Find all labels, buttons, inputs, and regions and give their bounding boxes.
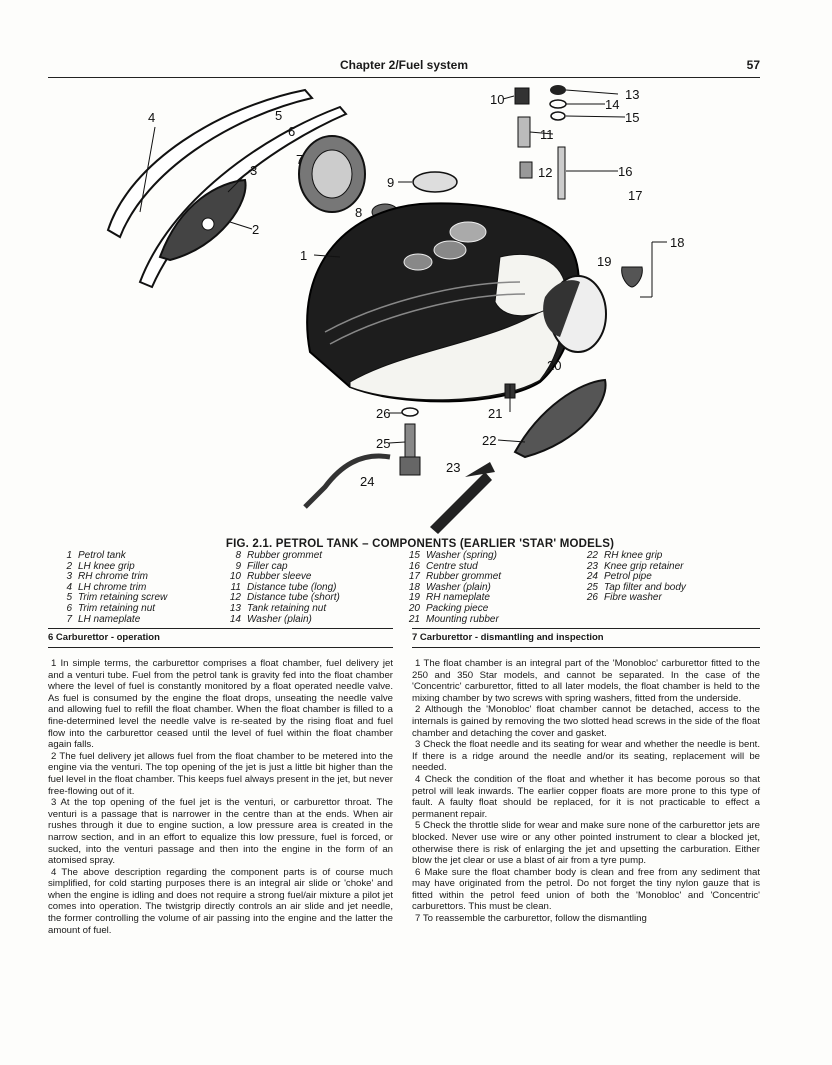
page-number: 57: [746, 58, 760, 72]
paragraph: 3 At the top opening of the fuel jet is …: [48, 797, 393, 867]
callout-26: 26: [376, 406, 390, 421]
callout-20: 20: [547, 358, 561, 373]
callout-18: 18: [670, 235, 684, 250]
callout-10: 10: [490, 92, 504, 107]
paragraph: 1 The float chamber is an integral part …: [412, 658, 760, 704]
callout-23: 23: [446, 460, 460, 475]
callout-14: 14: [605, 97, 619, 112]
section-rule-right-2: [412, 647, 760, 648]
body-column-left: 1 In simple terms, the carburettor compr…: [48, 658, 393, 936]
paragraph: 2 The fuel delivery jet allows fuel from…: [48, 750, 393, 797]
callout-17: 17: [628, 188, 642, 203]
callout-2: 2: [252, 222, 259, 237]
callout-19: 19: [597, 254, 611, 269]
section-heading-left: 6 Carburettor - operation: [48, 632, 160, 643]
callout-13: 13: [625, 87, 639, 102]
figure-caption: FIG. 2.1. PETROL TANK – COMPONENTS (EARL…: [225, 538, 615, 550]
callout-24: 24: [360, 474, 374, 489]
paragraph: 1 In simple terms, the carburettor compr…: [48, 658, 393, 751]
paragraph: 6 Make sure the float chamber body is cl…: [412, 866, 760, 913]
callout-6: 6: [288, 124, 295, 139]
chapter-title: Chapter 2/Fuel system: [339, 58, 469, 72]
page-header: Chapter 2/Fuel system 57: [48, 58, 760, 76]
callout-7: 7: [296, 152, 303, 167]
callout-5: 5: [275, 108, 282, 123]
callout-16: 16: [618, 164, 632, 179]
header-rule: [48, 77, 760, 78]
callout-12: 12: [538, 165, 552, 180]
paragraph: 5 Check the throttle slide for wear and …: [412, 820, 760, 867]
callout-25: 25: [376, 436, 390, 451]
section-rule-left-2: [48, 647, 393, 648]
paragraph: 3 Check the float needle and its seating…: [412, 739, 760, 774]
petrol-tank-exploded-diagram: 1 2 3 4 5 6 7 8 9 10 11 12 13 14 15 16 1…: [106, 85, 684, 534]
callout-8: 8: [355, 205, 362, 220]
paragraph: 4 The above description regarding the co…: [48, 866, 393, 936]
section-rule-left: [48, 628, 393, 629]
callout-3: 3: [250, 163, 257, 178]
callout-21: 21: [488, 406, 502, 421]
section-rule-right: [412, 628, 760, 629]
section-heading-right: 7 Carburettor - dismantling and inspecti…: [412, 632, 604, 643]
callout-15: 15: [625, 110, 639, 125]
callout-11: 11: [540, 127, 554, 142]
callout-4: 4: [148, 110, 155, 125]
paragraph: 4 Check the condition of the float and w…: [412, 773, 760, 820]
callout-22: 22: [482, 433, 496, 448]
callout-9: 9: [387, 175, 394, 190]
paragraph: 7 To reassemble the carburettor, follow …: [415, 913, 647, 925]
callout-1: 1: [300, 248, 307, 263]
body-column-right: 1 The float chamber is an integral part …: [412, 658, 760, 925]
paragraph: 2 Although the 'Monobloc' float chamber …: [412, 704, 760, 739]
